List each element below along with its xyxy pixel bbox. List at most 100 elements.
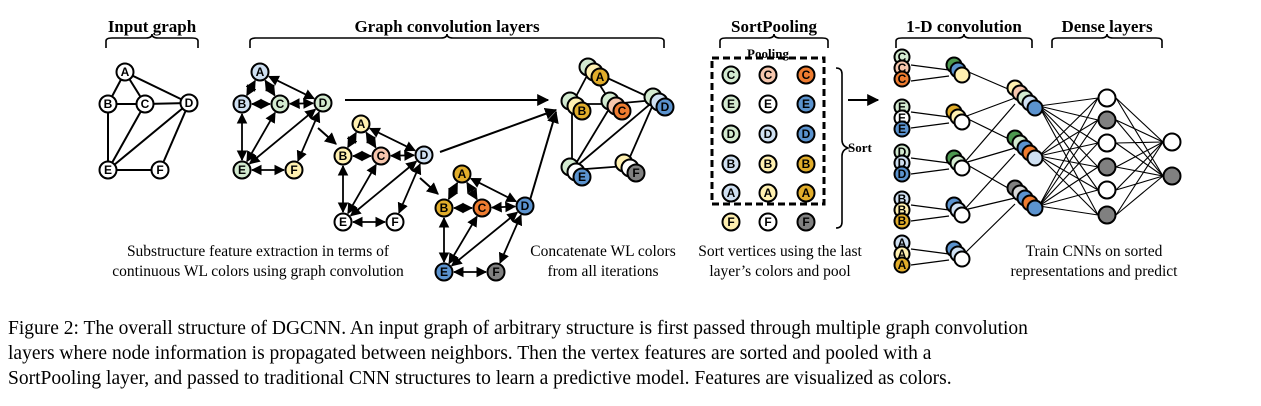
dense-link-2-6 [1038, 155, 1099, 216]
dense-link-1-1 [1038, 97, 1099, 107]
conv1d-input-C-1-letter: C [898, 50, 907, 64]
output-node-1 [1162, 132, 1182, 152]
conv1d-input-B-3-letter: B [898, 214, 907, 228]
header-dense-layers: Dense layers [1061, 17, 1153, 36]
caption-train-line2: representations and predict [1011, 263, 1179, 280]
output-link-5-2 [1115, 175, 1164, 191]
conv1d-input-E-2-letter: E [898, 111, 906, 125]
concat-node-D-3-letter: D [661, 100, 670, 114]
conv1-edge-DE [248, 108, 317, 165]
sort-node-r4-B-2: B [758, 154, 778, 174]
conv1d-input-E-3-letter: E [898, 122, 906, 136]
conv3-node-F: F [486, 262, 506, 282]
conv3-node-D-letter: D [521, 199, 530, 213]
input-edge-CE [107, 103, 146, 171]
conv1d-filter-4-3 [953, 206, 971, 224]
conv1d-input-E-3: E [893, 120, 911, 138]
conv1d-link-in2-2 [910, 122, 950, 129]
conv1d-link-mid-3-2 [963, 197, 1016, 211]
pooling-box [710, 56, 826, 206]
sort-node-r2-E-3: E [796, 94, 816, 114]
sort-node-r1-C-3-letter: C [802, 68, 811, 82]
conv2-node-D-letter: D [420, 148, 429, 162]
concat-edge-DE [571, 99, 656, 171]
output-link-3-1 [1115, 141, 1164, 144]
caption-substructure-line2: continuous WL colors using graph convolu… [112, 263, 404, 280]
conv1d-link-mid-3-1 [963, 162, 1016, 193]
concat-node-E-3: E [572, 167, 592, 187]
conv2-node-B-letter: B [339, 149, 348, 163]
dense-link-1-4 [1038, 105, 1099, 168]
conv1d-input-B-1-letter: B [898, 192, 907, 206]
input-node-C-letter: C [141, 97, 150, 111]
conv1-edge-AB [245, 79, 257, 97]
input-node-A: A [115, 62, 135, 82]
conv1d-filter-3-3 [953, 159, 971, 177]
sort-node-r4-B-1-letter: B [727, 157, 736, 171]
conv3-edge-AC [466, 181, 478, 201]
conv1d-input-A-2-letter: A [898, 247, 907, 261]
output-link-6-2 [1115, 175, 1164, 216]
output-link-2-2 [1115, 119, 1164, 177]
conv1d-link-in-3 [910, 157, 950, 164]
conv3-node-E-letter: E [440, 265, 448, 279]
conv2-edge-AD [369, 127, 416, 152]
dense-link-3-2 [1038, 119, 1099, 207]
conv2-edge-CD [389, 150, 416, 161]
figure-caption-line2: layers where node information is propaga… [8, 343, 932, 364]
conv1d-input-C-3-letter: C [898, 72, 907, 86]
caption-concatenate-line1: Concatenate WL colors [530, 243, 675, 260]
output-link-3-2 [1115, 142, 1164, 177]
arrow-layer2-to-layer3 [419, 177, 439, 195]
conv1d-input-E-1-letter: E [898, 100, 906, 114]
conv2-node-C: C [371, 146, 391, 166]
dense-node-5 [1097, 180, 1117, 200]
concat-node-A-3-letter: A [596, 70, 605, 84]
conv1d-input-D-3-letter: D [898, 167, 907, 181]
conv1-node-A-letter: A [256, 65, 265, 79]
conv3-node-C: C [472, 198, 492, 218]
dense-link-1-2 [1038, 105, 1099, 121]
sort-node-r1-C-2: C [758, 65, 778, 85]
conv2-edge-AB [346, 131, 358, 149]
sort-node-r3-D-3-letter: D [802, 127, 811, 141]
sort-node-r3-D-3: D [796, 124, 816, 144]
output-link-2-1 [1115, 119, 1164, 143]
input-edge-DE [107, 102, 190, 171]
input-node-E: E [98, 160, 118, 180]
dense-link-1-5 [1038, 105, 1099, 191]
conv1d-link-in2-4 [910, 215, 950, 222]
sort-node-r2-E-1: E [721, 94, 741, 114]
pooling-label: Pooling [747, 46, 789, 61]
sort-node-r3-D-2-letter: D [764, 127, 773, 141]
conv1-node-E-letter: E [238, 163, 246, 177]
sort-node-r3-D-1-letter: D [727, 127, 736, 141]
sort-node-r3-D-1: D [721, 124, 741, 144]
conv1d-link-in-2 [910, 111, 950, 118]
figure-caption-line1: Figure 2: The overall structure of DGCNN… [8, 318, 1028, 339]
conv1d-input-D-2-letter: D [898, 156, 907, 170]
dense-node-1 [1097, 88, 1117, 108]
sort-node-r1-C-1: C [721, 65, 741, 85]
flow-arrows [317, 94, 880, 201]
sort-node-r4-B-3: B [796, 154, 816, 174]
sort-node-r2-E-3-letter: E [802, 97, 810, 111]
dense-link-2-5 [1038, 155, 1099, 191]
sort-node-r1-C-1-letter: C [727, 68, 736, 82]
sort-node-r4-B-1: B [721, 154, 741, 174]
conv1d-input-C-2-letter: C [898, 61, 907, 75]
conv3-node-A-letter: A [458, 167, 467, 181]
header-input-graph: Input graph [108, 17, 197, 36]
conv1d-hidden-2-5 [1026, 149, 1044, 167]
concat-node-C-3-letter: C [618, 104, 627, 118]
conv3-edge-CD [490, 201, 517, 213]
conv1d-input-B-3: B [893, 212, 911, 230]
conv1-node-E: E [232, 160, 252, 180]
input-node-A-letter: A [121, 65, 130, 79]
sort-node-r5-A-1: A [721, 183, 741, 203]
conv1d-input-D-1-letter: D [898, 145, 907, 159]
sort-node-r2-E-1-letter: E [727, 97, 735, 111]
conv3-node-C-letter: C [478, 201, 487, 215]
graph-edges [107, 69, 656, 278]
input-node-C: C [135, 94, 155, 114]
